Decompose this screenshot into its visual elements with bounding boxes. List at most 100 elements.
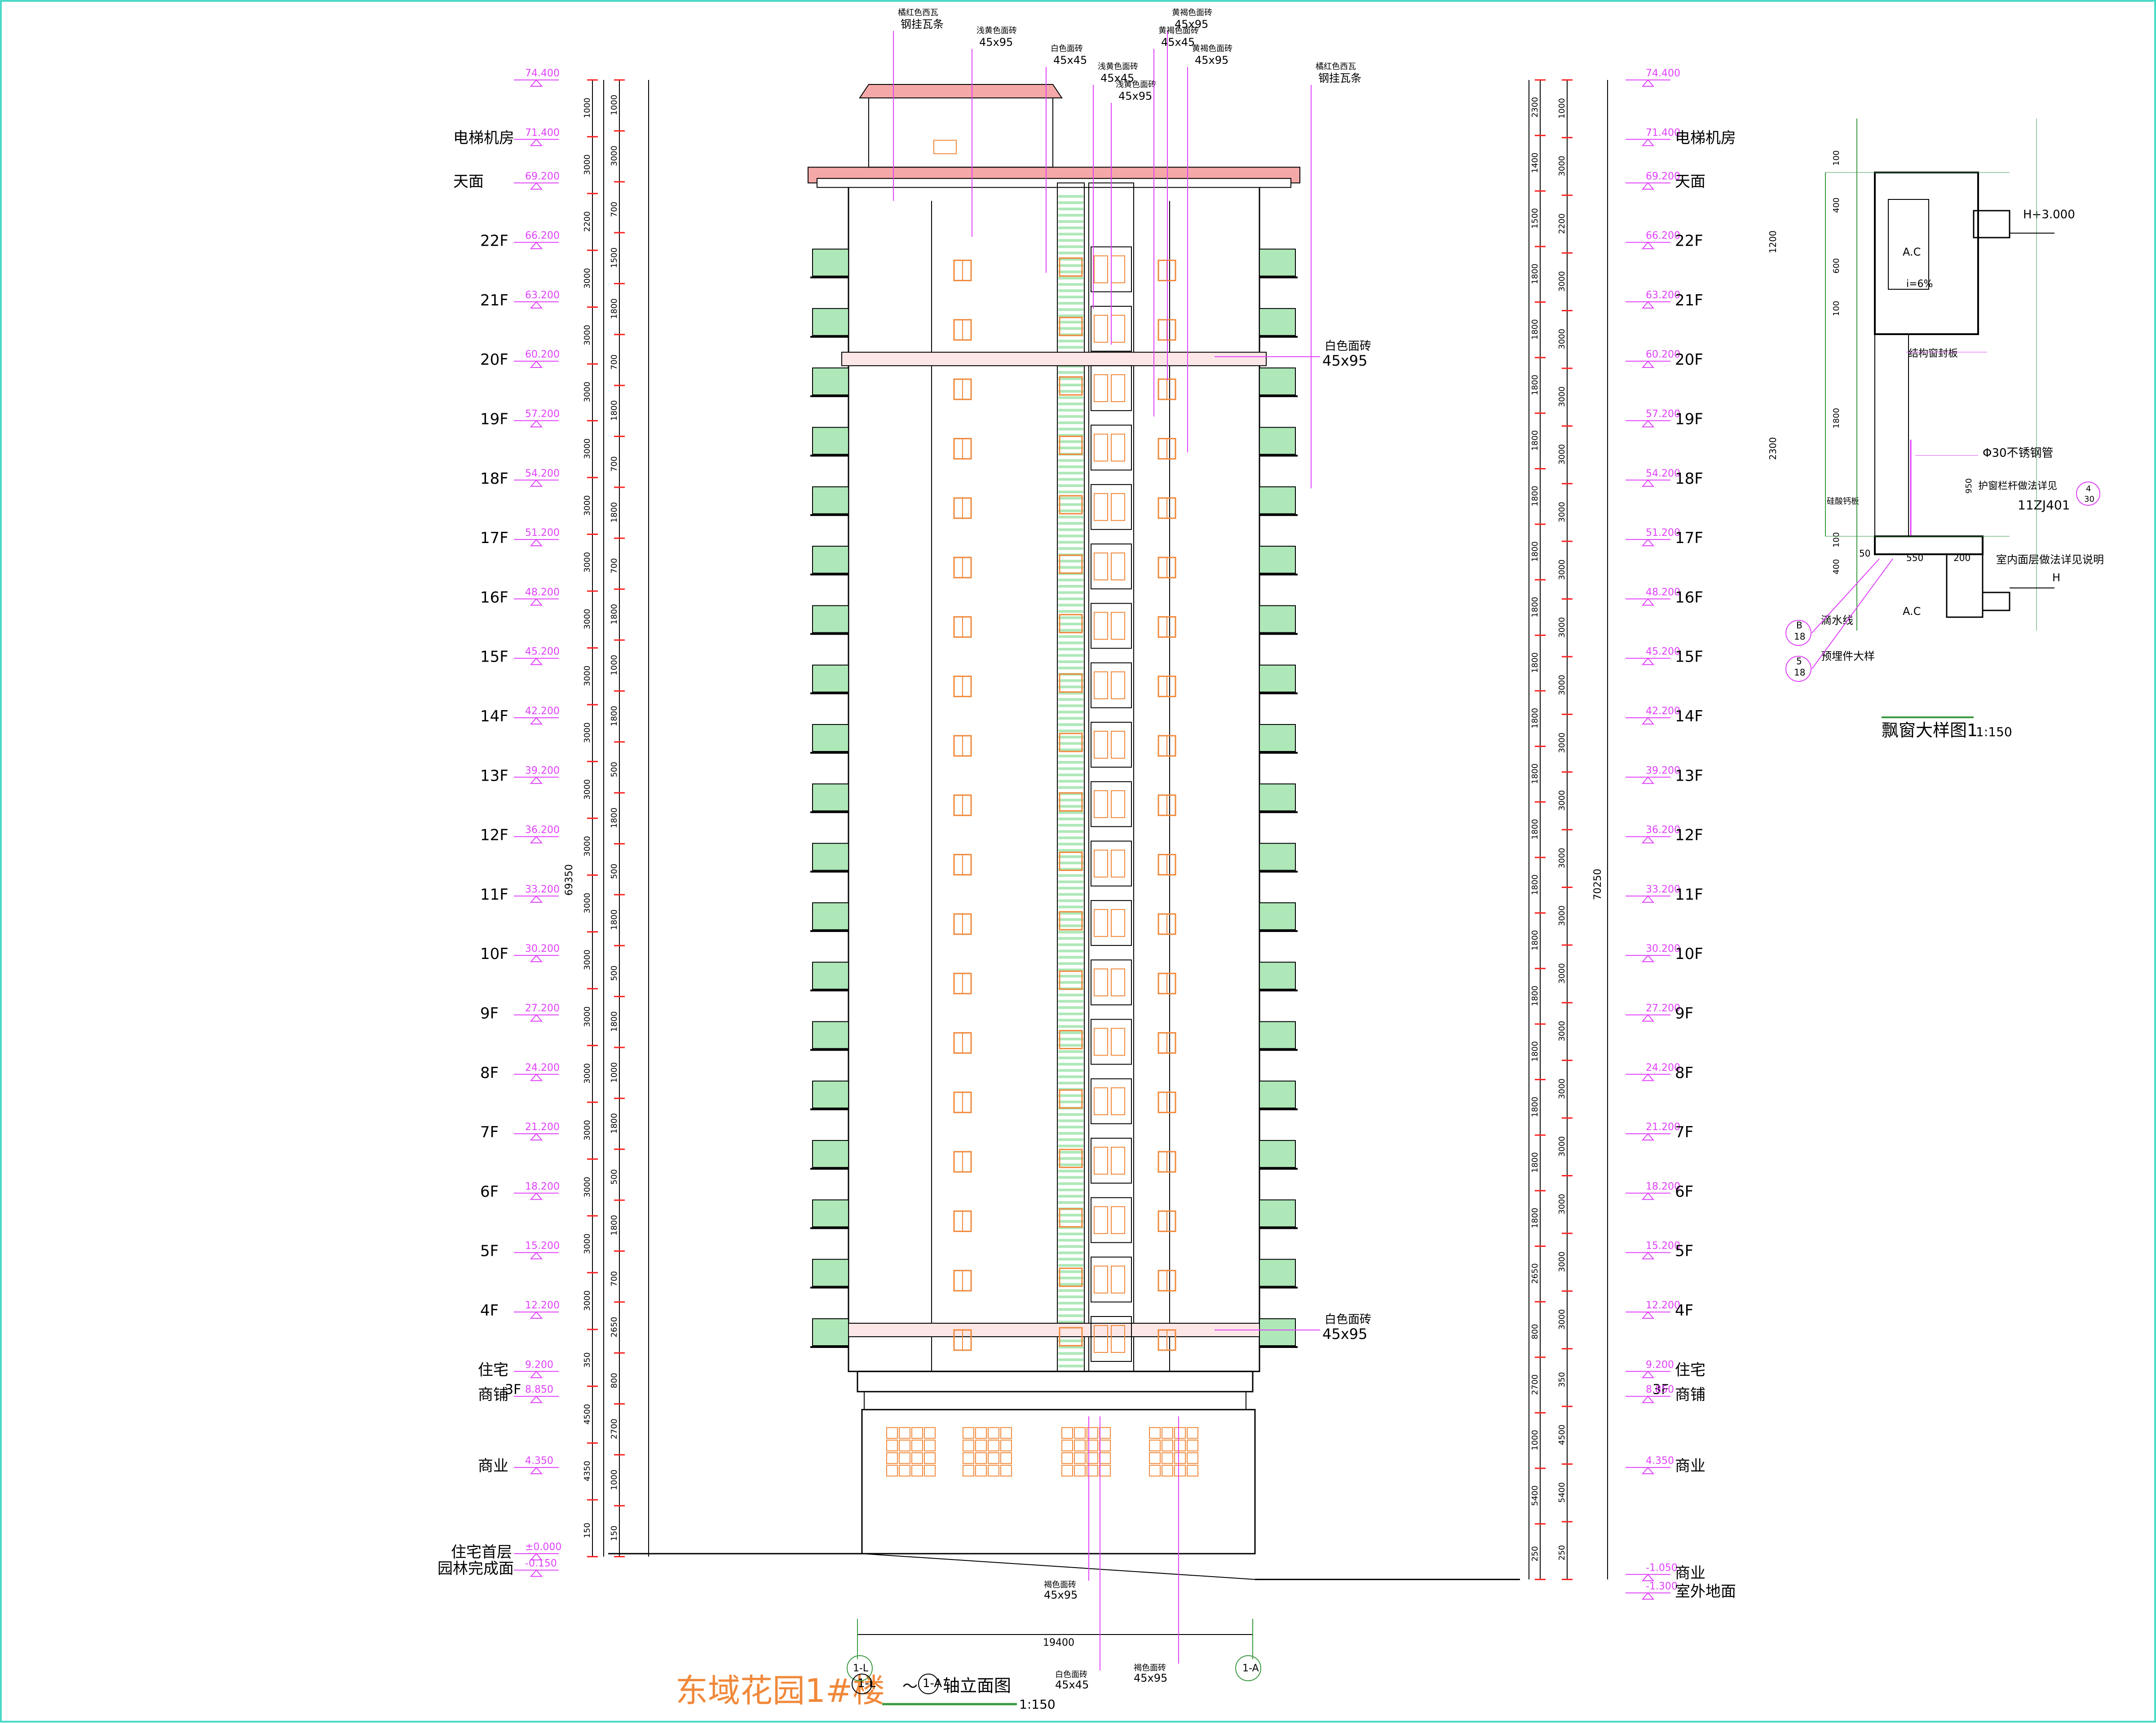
level-marker-triangle — [530, 360, 543, 368]
dim-left-2-value: 1800 — [610, 604, 619, 625]
stair-window-pane — [1111, 612, 1125, 640]
dim-right-1-value: 1800 — [1530, 541, 1540, 562]
level-marker-triangle — [530, 1396, 543, 1403]
detail-tag-circle — [1785, 656, 1811, 682]
detail-note-pipe: Φ30不锈钢管 — [1983, 446, 2054, 460]
dim-left-2-value: 3000 — [610, 146, 619, 166]
core-window — [1059, 376, 1083, 396]
material-note-title: 橘红色西瓦 — [898, 8, 938, 18]
stair-window-pane — [1094, 1087, 1108, 1115]
elevation-label: 69.200 — [525, 171, 560, 182]
stair-window-pane — [1094, 552, 1108, 581]
level-sub-right: 3F — [1652, 1382, 1669, 1397]
material-note-title: 黄褐色面砖 — [1158, 26, 1199, 35]
detail-dim-950: 950 — [1964, 478, 1974, 494]
dim-right-1-value: 1800 — [1530, 1097, 1540, 1118]
dim-right-2-value: 3000 — [1557, 1194, 1567, 1215]
shopfront-pane — [899, 1440, 910, 1452]
axis-bubble-left-label: 1-L — [853, 1663, 869, 1674]
stair-window-pane — [1094, 612, 1108, 640]
shopfront-pane — [988, 1440, 999, 1452]
elevation-label: 4.350 — [1646, 1455, 1674, 1467]
floor-name-left: 12F — [480, 826, 508, 844]
shopfront-pane — [1061, 1465, 1073, 1477]
stair-window — [1091, 840, 1132, 887]
shopfront-pane — [1187, 1452, 1198, 1464]
axis-tag-circle-left — [852, 1674, 872, 1694]
dim-left-1-value: 3000 — [583, 893, 592, 914]
shopfront-pane — [1000, 1427, 1012, 1439]
material-note-title: 黄褐色面砖 — [1192, 44, 1233, 53]
core-window — [1059, 733, 1083, 752]
dim-left-1-value: 3000 — [583, 950, 592, 970]
elevation-label: 51.200 — [1646, 527, 1680, 539]
floor-name-right: 12F — [1675, 826, 1703, 844]
shopfront-pane — [911, 1440, 923, 1452]
level-name-right: 住宅 — [1675, 1361, 1705, 1379]
level-marker-triangle — [1641, 360, 1655, 368]
stair-window-pane — [1094, 730, 1108, 759]
dim-right-1-value: 1400 — [1530, 153, 1540, 173]
balcony-left — [812, 546, 849, 574]
level-marker-triangle — [1641, 1311, 1655, 1319]
stair-window — [1091, 662, 1132, 708]
balcony-right — [1259, 843, 1296, 871]
stair-window — [1091, 484, 1132, 530]
dim-left-1-value: 3000 — [583, 1290, 592, 1311]
balcony-right — [1259, 546, 1296, 574]
dim-left-1-value: 3000 — [583, 609, 592, 629]
shopfront-pane — [1099, 1452, 1111, 1464]
dim-right-1-value: 1800 — [1530, 764, 1540, 784]
level-marker-triangle — [530, 1252, 543, 1259]
floor-name-right: 11F — [1675, 886, 1703, 904]
elevation-label: 60.200 — [525, 349, 560, 360]
shopfront-pane — [1174, 1465, 1186, 1477]
floor-name-left: 4F — [480, 1302, 499, 1320]
elevation-label: 57.200 — [1646, 408, 1680, 420]
dim-right-1-value: 1800 — [1530, 985, 1540, 1006]
dim-left-1-value: 3000 — [583, 722, 592, 743]
shopfront-pane — [886, 1427, 898, 1439]
dim-right-1-value: 1800 — [1530, 375, 1540, 395]
dim-right-2-value: 2200 — [1557, 213, 1567, 234]
material-note-size: 45x45 — [1053, 54, 1087, 66]
dim-right-1-value: 2650 — [1530, 1263, 1540, 1284]
level-marker-triangle — [1641, 1074, 1655, 1081]
band-note-size: 45x95 — [1322, 352, 1367, 369]
level-marker-triangle — [530, 182, 543, 190]
shopfront-pane — [963, 1452, 974, 1464]
dim-right-2-value: 3000 — [1557, 502, 1567, 522]
floor-name-left: 13F — [480, 767, 508, 785]
shopfront-pane — [911, 1452, 923, 1464]
axis-bubble-right — [1235, 1655, 1261, 1681]
balcony-right — [1259, 783, 1296, 812]
stair-window — [1091, 1138, 1132, 1184]
detail-floor-slab — [1982, 592, 2010, 611]
stair-window-pane — [1111, 433, 1125, 462]
material-note-size: 钢挂瓦条 — [1318, 72, 1361, 84]
shopfront-pane — [1174, 1452, 1186, 1464]
stair-window-pane — [1111, 1325, 1125, 1353]
detail-dim-1: 400 — [1832, 198, 1841, 213]
floor-name-left: 8F — [480, 1064, 499, 1082]
material-note-title: 白色面砖 — [1051, 44, 1083, 53]
floor-name-right: 22F — [1675, 232, 1703, 250]
white-tile-band — [841, 352, 1267, 367]
level-marker-triangle — [530, 1311, 543, 1319]
dim-right-1-value: 2300 — [1530, 97, 1540, 118]
level-marker-triangle — [1641, 539, 1655, 547]
elevation-label: 66.200 — [525, 230, 560, 242]
detail-tag1-bot: 18 — [1794, 631, 1805, 642]
shopfront-pane — [988, 1427, 999, 1439]
stair-window-pane — [1111, 255, 1125, 283]
dim-right-2-value: 4500 — [1557, 1425, 1567, 1445]
total-height-left: 69350 — [564, 864, 575, 896]
dim-left-1-value: 3000 — [583, 552, 592, 573]
elevation-label: 54.200 — [525, 468, 560, 479]
dim-left-2-value: 700 — [610, 202, 619, 217]
material-note-title: 黄褐色面砖 — [1172, 8, 1212, 18]
shopfront-pane — [1174, 1427, 1186, 1439]
balcony-left — [812, 248, 849, 277]
shopfront-pane — [899, 1427, 910, 1439]
